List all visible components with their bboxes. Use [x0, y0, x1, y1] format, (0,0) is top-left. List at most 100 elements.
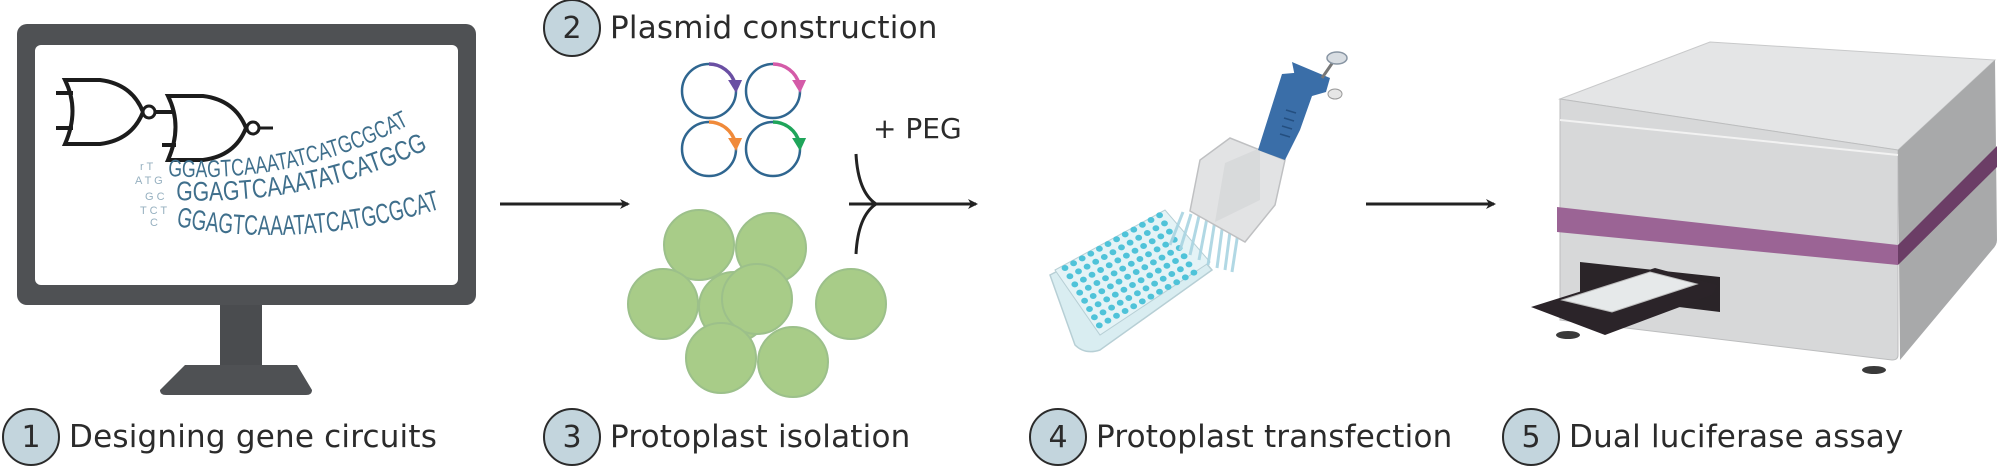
- 96-well-plate-icon: [1049, 209, 1214, 353]
- well: [1163, 262, 1171, 269]
- well: [1099, 309, 1107, 316]
- well: [1162, 241, 1170, 248]
- monitor-stand: [220, 305, 262, 365]
- protoplast-cell-icon: [757, 326, 829, 398]
- well: [1138, 298, 1146, 305]
- well: [1159, 275, 1167, 282]
- well: [1127, 260, 1135, 267]
- well: [1095, 322, 1103, 329]
- well: [1154, 267, 1162, 274]
- step-title: Designing gene circuits: [69, 419, 438, 455]
- well: [1131, 247, 1139, 254]
- well: [1113, 312, 1120, 319]
- step-number-badge: 4: [1029, 408, 1087, 466]
- well: [1135, 234, 1143, 241]
- svg-text:r T: r T: [140, 161, 154, 173]
- well: [1158, 254, 1166, 261]
- well: [1110, 270, 1118, 277]
- well: [1107, 283, 1114, 290]
- well: [1066, 273, 1074, 280]
- well: [1130, 303, 1138, 310]
- protoplast-cell-icon: [663, 209, 735, 281]
- plasmid-icon: [744, 62, 807, 120]
- step-title: Protoplast transfection: [1096, 419, 1453, 455]
- well: [1134, 290, 1141, 297]
- step-number-badge: 2: [543, 0, 601, 57]
- svg-text:A T G: A T G: [135, 175, 163, 187]
- well: [1147, 293, 1155, 300]
- well: [1129, 282, 1136, 288]
- well: [1137, 277, 1145, 284]
- well: [1086, 306, 1093, 312]
- step-title: Protoplast isolation: [610, 419, 911, 455]
- well: [1148, 238, 1156, 245]
- well: [1093, 280, 1101, 286]
- well: [1152, 225, 1160, 232]
- protoplast-cell-icon: [685, 322, 757, 394]
- well: [1097, 267, 1104, 273]
- well: [1124, 273, 1131, 280]
- well: [1120, 286, 1128, 293]
- well: [1096, 245, 1103, 252]
- step-1-label: 1 Designing gene circuits: [2, 406, 437, 468]
- well: [1119, 265, 1127, 272]
- well: [1075, 268, 1082, 275]
- well: [1061, 265, 1069, 271]
- protoplast-cell-icon: [627, 268, 699, 340]
- step-number-badge: 3: [543, 408, 601, 466]
- well: [1105, 262, 1113, 269]
- protoplast-cell-icon: [815, 268, 887, 340]
- well: [1177, 266, 1184, 273]
- well: [1091, 314, 1098, 321]
- monitor-base: [160, 365, 312, 395]
- well: [1087, 250, 1095, 257]
- well: [1094, 301, 1102, 308]
- well: [1102, 275, 1109, 282]
- arrowhead: [728, 80, 743, 94]
- well: [1118, 244, 1125, 251]
- well: [1168, 271, 1176, 277]
- svg-text:C: C: [150, 217, 158, 229]
- well: [1157, 233, 1165, 240]
- peg-reagent-label: + PEG: [873, 112, 962, 145]
- protoplast-cell-icon: [721, 263, 793, 335]
- well: [1172, 258, 1179, 264]
- well: [1071, 281, 1079, 288]
- well: [1190, 269, 1198, 276]
- well: [1081, 297, 1088, 304]
- well: [1078, 255, 1086, 262]
- step-4-label: 4 Protoplast transfection: [1029, 406, 1452, 468]
- step-3-label: 3 Protoplast isolation: [543, 406, 910, 468]
- well: [1115, 278, 1123, 285]
- luminometer-plate-reader-icon: [1531, 41, 1997, 374]
- well: [1139, 221, 1146, 228]
- well: [1173, 279, 1181, 286]
- well: [1114, 257, 1122, 264]
- nor-gate-icon: [56, 78, 273, 162]
- well: [1141, 264, 1149, 271]
- well: [1103, 296, 1111, 303]
- step-number-badge: 5: [1502, 408, 1560, 466]
- step-5-label: 5 Dual luciferase assay: [1502, 406, 1904, 468]
- well: [1076, 289, 1084, 296]
- well: [1123, 252, 1130, 259]
- plasmid-icon: [680, 120, 743, 178]
- well: [1153, 246, 1161, 253]
- well: [1150, 259, 1157, 266]
- reader-plate: [1560, 271, 1699, 313]
- well: [1088, 271, 1096, 278]
- well: [1130, 226, 1138, 233]
- well: [1132, 269, 1140, 275]
- well: [1136, 256, 1144, 262]
- arrowhead: [728, 138, 743, 152]
- well: [1080, 276, 1087, 283]
- well: [1180, 253, 1188, 260]
- well: [1109, 249, 1117, 256]
- step-title: Plasmid construction: [610, 10, 938, 46]
- well: [1089, 293, 1097, 299]
- well: [1111, 291, 1119, 298]
- svg-text:G C: G C: [145, 191, 165, 203]
- well: [1143, 230, 1151, 236]
- well: [1104, 317, 1112, 324]
